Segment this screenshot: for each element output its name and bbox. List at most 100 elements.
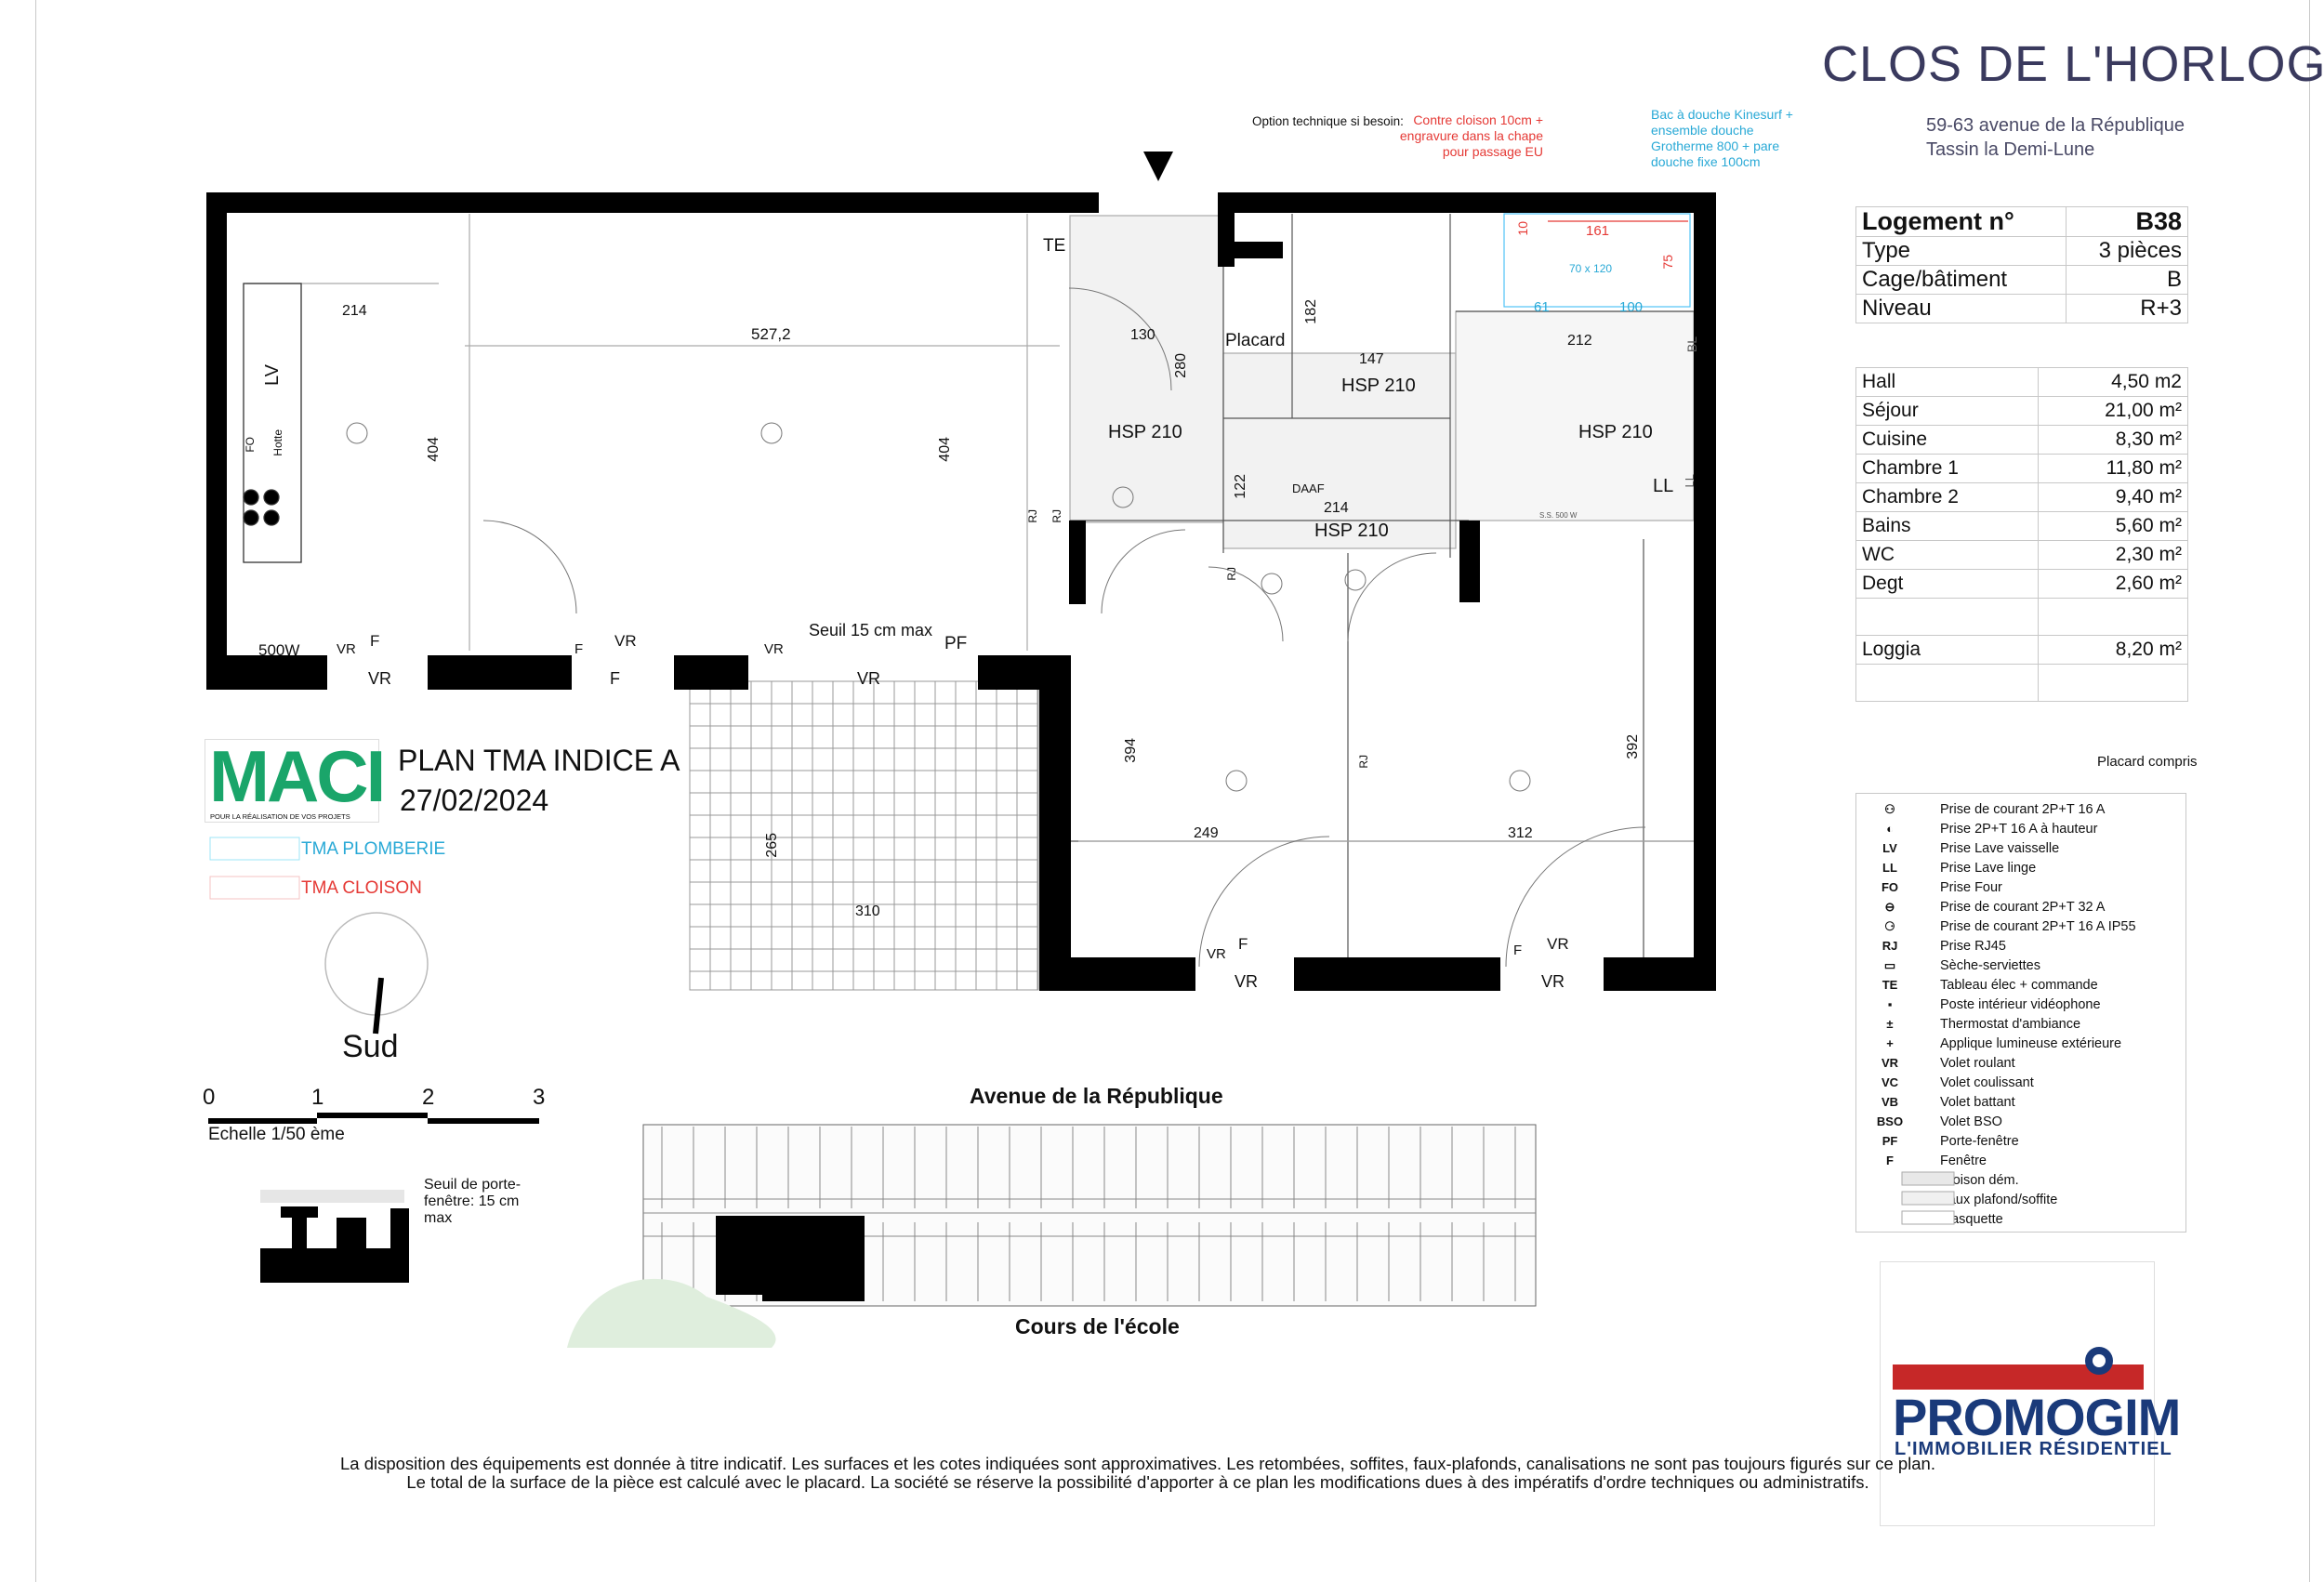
table-cell xyxy=(2038,664,2188,702)
legend-item: +Applique lumineuse extérieure xyxy=(1856,1034,2121,1053)
door-swing xyxy=(1101,529,1186,614)
south-arrow-icon xyxy=(373,977,384,1035)
table-cell: Niveau xyxy=(1855,294,2067,323)
hob-icon xyxy=(243,509,259,526)
ceiling-light-icon xyxy=(1112,486,1134,508)
legend-symbol-icon: ▪ xyxy=(1887,997,1893,1011)
dimension-label: 130 xyxy=(1130,327,1155,343)
table-row: Logement n°B38 xyxy=(1855,206,2188,237)
entrance-arrow-icon xyxy=(1143,152,1173,181)
wall xyxy=(206,192,227,690)
opening-label: RJ xyxy=(1050,509,1063,523)
legend-text: Porte-fenêtre xyxy=(1940,1133,2019,1149)
opening-label: F xyxy=(610,669,620,688)
faux-plafond-swatch xyxy=(1901,1191,1955,1206)
ceiling-light-icon xyxy=(1225,770,1248,792)
dimension-label: 265 xyxy=(764,833,780,858)
opening-label: VR xyxy=(1547,935,1569,953)
legend-symbol-icon: ⚆ xyxy=(1884,918,1895,933)
legend-text: Volet roulant xyxy=(1940,1055,2015,1071)
site-unit-highlight xyxy=(762,1264,865,1301)
legend-symbol-icon: VB xyxy=(1881,1095,1899,1109)
room-label: BL xyxy=(1684,336,1699,353)
legend-symbol-icon: ⚇ xyxy=(1884,801,1895,816)
room-label: LL xyxy=(1653,476,1674,496)
site-vegetation xyxy=(567,1278,776,1348)
dimension-label: 61 xyxy=(1534,299,1550,315)
exterior-walls xyxy=(206,192,1716,991)
opening-label: PF xyxy=(944,634,968,653)
legend-item: ⚇ Prise de courant 2P+T 16 A xyxy=(1856,799,2105,819)
door-swing xyxy=(1347,552,1437,642)
door-swing xyxy=(1198,836,1330,968)
dimension-label: 214 xyxy=(1324,500,1349,516)
wall xyxy=(1459,521,1480,602)
wall xyxy=(1039,655,1071,990)
kitchen-fixtures xyxy=(243,283,302,563)
tma-plomberie-label: TMA PLOMBERIE xyxy=(301,839,446,859)
partition-hatch xyxy=(1069,215,1224,523)
legend-symbol-icon: RJ xyxy=(1882,939,1898,953)
room-label: Hotte xyxy=(271,429,284,456)
light-points xyxy=(346,422,1531,792)
wall xyxy=(674,655,748,690)
dimension-label: 394 xyxy=(1123,738,1139,763)
disclaimer-line-1: La disposition des équipements est donné… xyxy=(339,1454,1935,1473)
legend-text: Masquette xyxy=(1940,1211,2003,1227)
table-row xyxy=(1855,664,2188,702)
loggia-outline xyxy=(689,680,1039,991)
legend-text: Prise de courant 2P+T 16 A xyxy=(1940,801,2106,817)
legend-text: Poste intérieur vidéophone xyxy=(1940,996,2101,1012)
table-cell: 3 pièces xyxy=(2066,236,2188,266)
option-red-note: Contre cloison 10cm + engravure dans la … xyxy=(1399,112,1543,159)
dimension-label: 280 xyxy=(1173,353,1189,378)
scale-segment xyxy=(317,1113,428,1118)
opening-label: RJ xyxy=(1026,509,1039,523)
dimension-label: 249 xyxy=(1194,825,1219,841)
opening-label: VR xyxy=(368,669,392,688)
opening-label: VR xyxy=(337,641,356,657)
legend-text: Applique lumineuse extérieure xyxy=(1940,1035,2122,1051)
dimension-label: 312 xyxy=(1508,825,1533,841)
kitchen-counter xyxy=(243,283,302,563)
table-cell: 2,30 m² xyxy=(2038,540,2188,570)
detail-profile xyxy=(281,1206,318,1218)
table-cell: 11,80 m² xyxy=(2038,454,2188,483)
promogim-logo xyxy=(1893,1347,2144,1390)
opening-label: S.S. 500 W xyxy=(1539,511,1578,520)
masquette-swatch xyxy=(1901,1210,1955,1225)
detail-hatch xyxy=(260,1190,404,1203)
room-label: TE xyxy=(1043,236,1066,256)
legend-text: Prise de courant 2P+T 16 A IP55 xyxy=(1940,918,2136,934)
room-label: DAAF xyxy=(1292,481,1325,495)
legend-symbol-icon: PF xyxy=(1882,1134,1898,1148)
wall xyxy=(1069,521,1086,604)
dimension-label: 10 xyxy=(1515,221,1530,236)
legend-text: Fenêtre xyxy=(1940,1153,1987,1168)
table-cell: 8,20 m² xyxy=(2038,635,2188,665)
maci-logo-text: MACI xyxy=(209,735,386,817)
legend-swatches xyxy=(1901,1171,1955,1225)
opening-label: RJ xyxy=(1357,755,1370,769)
opening-label: F xyxy=(574,641,584,657)
legend-item: ⚆ Prise de courant 2P+T 16 A IP55 xyxy=(1856,916,2136,936)
dimension-label: 75 xyxy=(1660,255,1675,270)
table-cell: Type xyxy=(1855,236,2067,266)
legend-text: Prise Lave linge xyxy=(1940,860,2037,876)
room-label: FO xyxy=(244,437,257,453)
table-cell xyxy=(1855,664,2040,702)
legend-text: Prise Four xyxy=(1940,879,2002,895)
table-cell: Loggia xyxy=(1855,635,2040,665)
scale-tick-3: 3 xyxy=(533,1085,546,1110)
table-cell: Logement n° xyxy=(1855,206,2067,237)
legend-symbol-icon: ± xyxy=(1886,1017,1894,1031)
table-cell xyxy=(1855,598,2040,636)
site-plan xyxy=(567,1124,1537,1348)
scale-tick-1: 1 xyxy=(311,1085,324,1110)
